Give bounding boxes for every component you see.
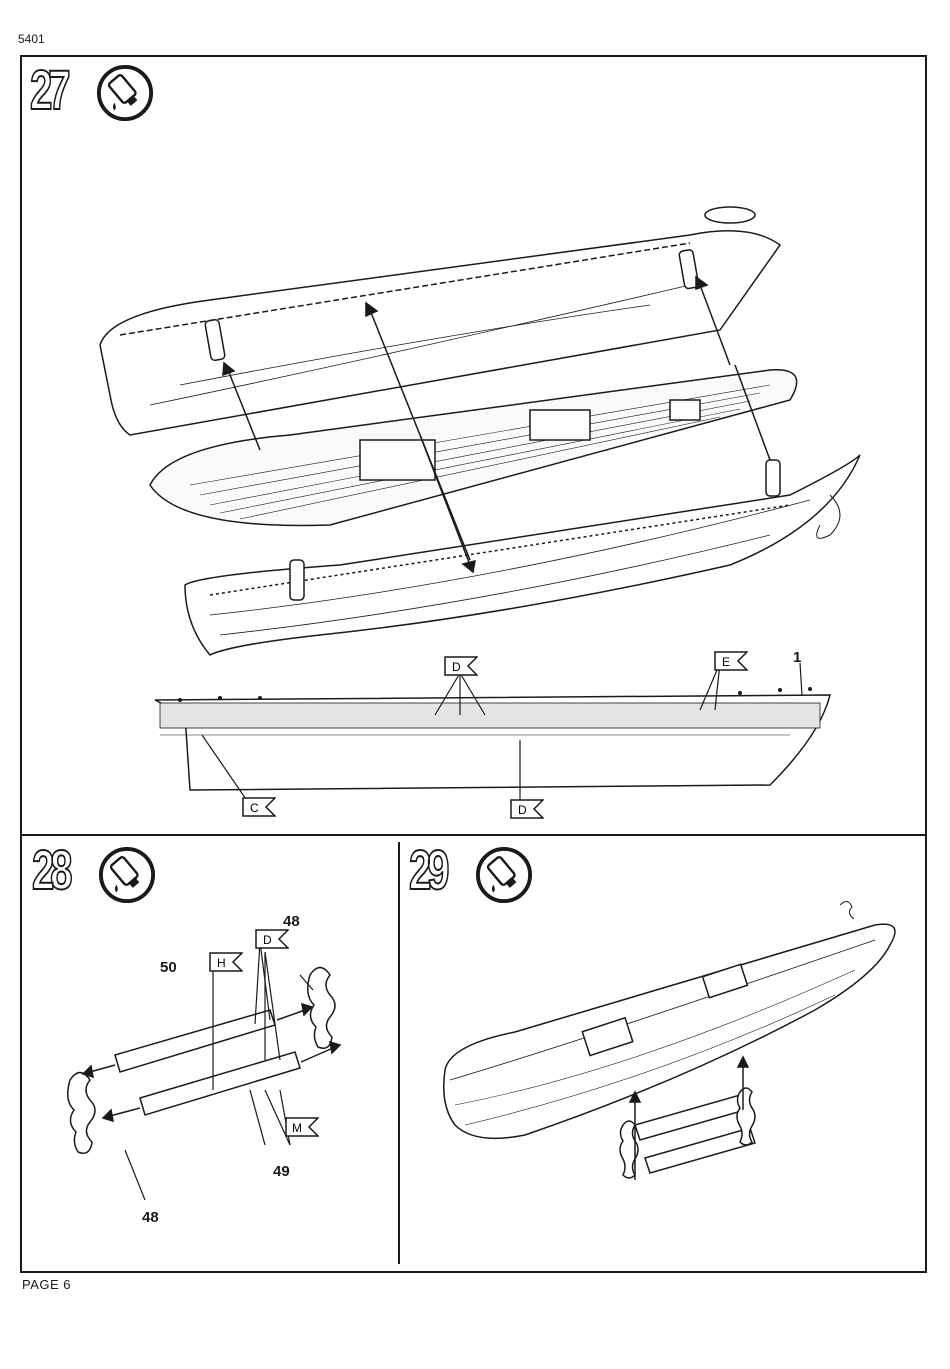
flag-e: E xyxy=(714,651,748,671)
svg-text:D: D xyxy=(263,933,272,947)
part-number-49: 49 xyxy=(273,1163,290,1180)
glue-tube-icon xyxy=(475,846,533,904)
step-divider-vertical xyxy=(398,842,400,1264)
step-29-number: 29 xyxy=(409,842,445,898)
svg-text:H: H xyxy=(217,956,226,970)
flag-d-lower: D xyxy=(510,799,544,819)
step-27-hull-assembly-drawing xyxy=(90,195,870,825)
glue-tube-icon xyxy=(96,64,154,122)
flag-d: D xyxy=(444,656,478,676)
step-29-ship-on-stand-drawing xyxy=(435,900,905,1200)
svg-text:C: C xyxy=(250,801,259,815)
step-divider-horizontal xyxy=(20,834,927,836)
step-28-stand-assembly-drawing xyxy=(55,940,375,1200)
svg-text:E: E xyxy=(722,655,730,669)
page-label: PAGE 6 xyxy=(22,1277,71,1292)
flag-d: D xyxy=(255,929,289,949)
step-27-number: 27 xyxy=(30,62,66,118)
document-code: 5401 xyxy=(18,32,45,46)
part-number-48-bottom: 48 xyxy=(142,1209,159,1226)
flag-h: H xyxy=(209,952,243,972)
part-number-50: 50 xyxy=(160,959,177,976)
step-28-number: 28 xyxy=(32,842,68,898)
flag-m: M xyxy=(285,1117,319,1137)
flag-c: C xyxy=(242,797,276,817)
svg-text:D: D xyxy=(452,660,461,674)
svg-text:M: M xyxy=(292,1121,302,1135)
svg-text:D: D xyxy=(518,803,527,817)
glue-tube-icon xyxy=(98,846,156,904)
part-number-1: 1 xyxy=(793,649,801,666)
part-number-48-top: 48 xyxy=(283,913,300,930)
